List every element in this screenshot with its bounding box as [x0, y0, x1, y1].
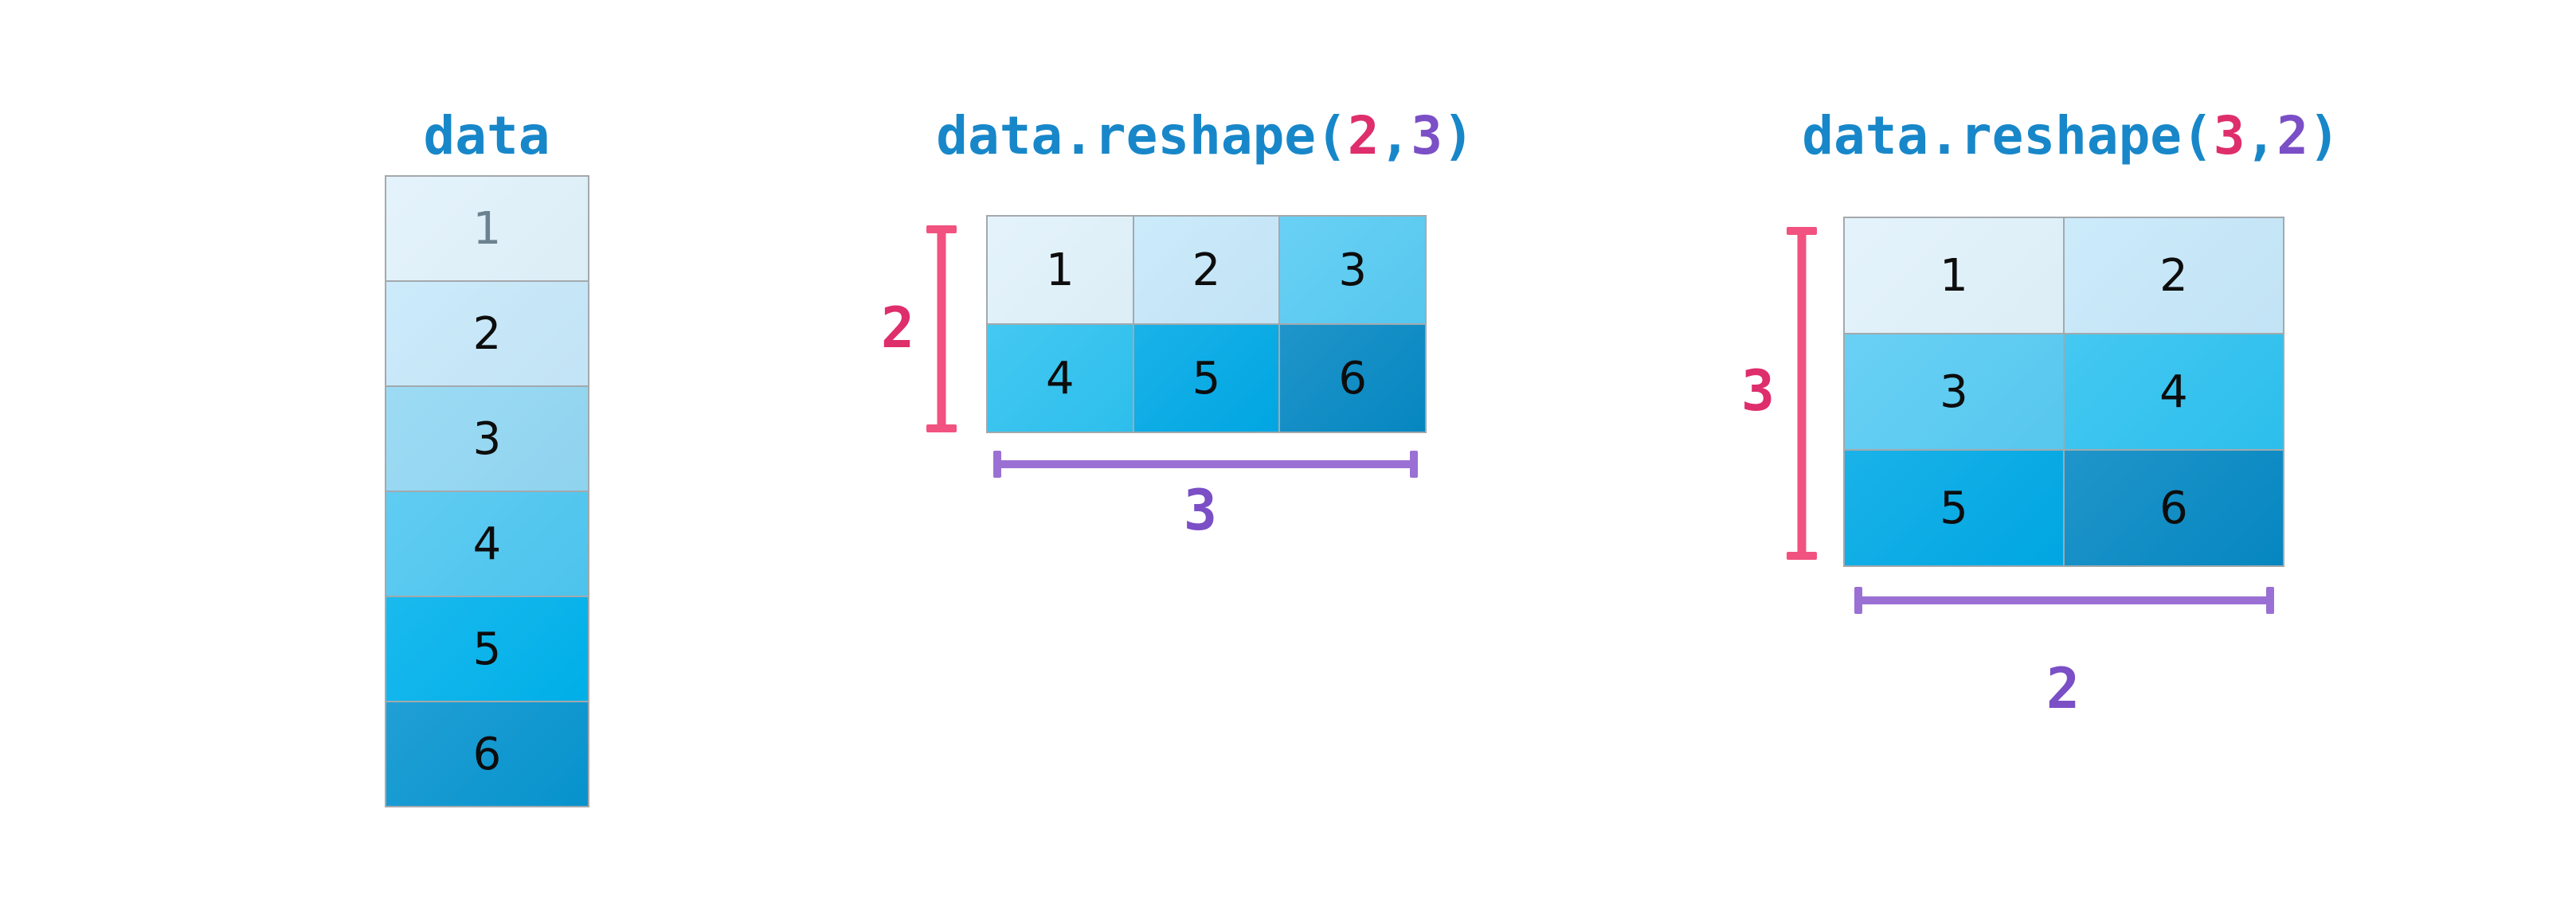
data-array-grid: 1 2 3 4 5 6	[385, 175, 589, 807]
bracket-cap	[1787, 552, 1817, 560]
data-cell-5: 5	[386, 597, 588, 701]
data-cell-1: 1	[386, 177, 588, 280]
matrix32-cell-1: 1	[1845, 218, 2063, 333]
title-comma: ,	[1379, 105, 1411, 166]
rows-bracket-3x2	[1787, 227, 1817, 560]
cols-bracket-2x3	[993, 451, 1418, 478]
matrix23-cell-2: 2	[1133, 217, 1279, 323]
data-cell-4: 4	[386, 492, 588, 596]
bracket-line	[996, 460, 1415, 468]
matrix23-cell-3: 3	[1280, 217, 1425, 323]
matrix32-cell-5: 5	[1845, 451, 2063, 565]
bracket-cap	[2266, 587, 2274, 614]
rows-dim-label-3x2: 3	[1740, 358, 1775, 424]
data-cell-3: 3	[386, 387, 588, 491]
title-suffix: )	[1443, 105, 1474, 166]
data-array-title: data	[423, 105, 550, 166]
rows-bracket-2x3	[926, 225, 957, 432]
bracket-cap	[926, 424, 957, 432]
matrix32-cell-3: 3	[1845, 334, 2063, 449]
rows-dim-label-2x3: 2	[880, 295, 915, 361]
matrix23-cell-6: 6	[1280, 325, 1425, 432]
reshape-3-2-grid: 1 2 3 4 5 6	[1843, 217, 2284, 567]
matrix23-cell-1: 1	[988, 217, 1133, 323]
title-cols-arg: 3	[1411, 105, 1443, 166]
cols-dim-label-3x2: 2	[2046, 656, 2081, 721]
data-cell-2: 2	[386, 282, 588, 385]
matrix23-cell-5: 5	[1133, 325, 1279, 432]
matrix32-cell-6: 6	[2065, 451, 2283, 565]
title-suffix: )	[2308, 105, 2340, 166]
title-prefix: data.reshape(	[1802, 105, 2214, 166]
matrix32-cell-4: 4	[2065, 334, 2283, 449]
title-prefix: data.reshape(	[936, 105, 1348, 166]
bracket-stem	[1797, 230, 1807, 557]
title-rows-arg: 3	[2213, 105, 2245, 166]
reshape-3-2-title: data.reshape(3,2)	[1802, 110, 2340, 162]
reshape-2-3-title: data.reshape(2,3)	[936, 110, 1474, 162]
data-cell-6: 6	[386, 702, 588, 806]
cols-dim-label-2x3: 3	[1183, 478, 1218, 543]
reshape-2-3-grid: 1 2 3 4 5 6	[986, 215, 1427, 433]
bracket-line	[1858, 596, 2271, 604]
bracket-stem	[937, 229, 946, 429]
bracket-cap	[1410, 451, 1418, 478]
title-comma: ,	[2245, 105, 2277, 166]
title-cols-arg: 2	[2277, 105, 2309, 166]
title-rows-arg: 2	[1347, 105, 1380, 166]
matrix23-cell-4: 4	[988, 325, 1133, 432]
cols-bracket-3x2	[1854, 587, 2274, 614]
matrix32-cell-2: 2	[2065, 218, 2283, 333]
